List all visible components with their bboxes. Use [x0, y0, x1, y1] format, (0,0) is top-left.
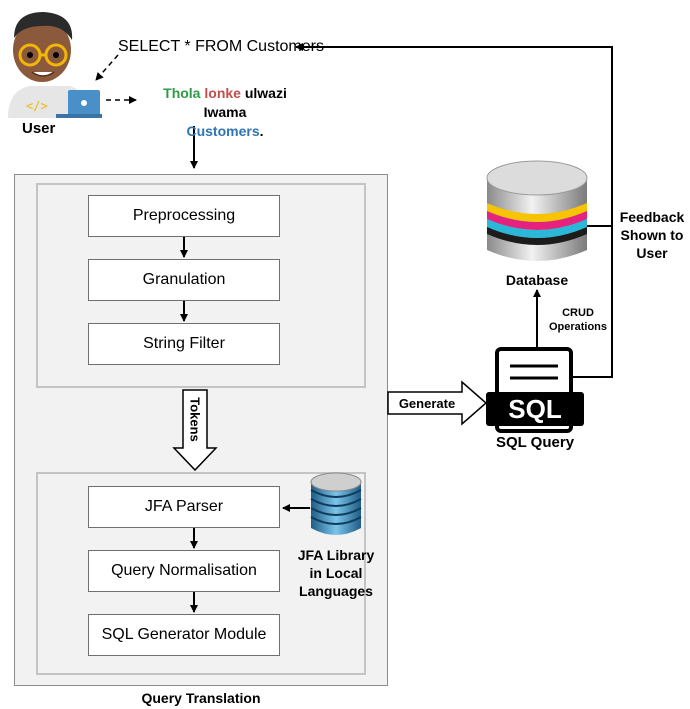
crud-label: CRUD Operations: [548, 306, 608, 334]
string-filter-step: String Filter: [88, 323, 280, 365]
sql-english-query: SELECT * FROM Customers: [118, 38, 324, 55]
svg-text:</>: </>: [26, 99, 48, 113]
word-ulwazi: ulwazi Iwama: [203, 85, 287, 120]
user-label: User: [22, 120, 56, 137]
feedback-line2: Shown to: [620, 227, 684, 243]
granulation-step: Granulation: [88, 259, 280, 301]
crud-line2: Operations: [548, 321, 608, 333]
sql-query-label: SQL Query: [495, 434, 575, 451]
laptop-icon: [56, 90, 102, 118]
sql-icon-text: SQL: [508, 394, 562, 424]
preprocessing-step: Preprocessing: [88, 195, 280, 237]
word-lonke: lonke: [204, 85, 241, 101]
generate-arrow: [387, 380, 488, 426]
jfa-parser-step: JFA Parser: [88, 486, 280, 528]
sql-document-icon: [486, 347, 584, 433]
local-language-query: Thola lonke ulwazi Iwama Customers.: [140, 84, 310, 141]
crud-line1: CRUD: [562, 307, 594, 319]
tokens-arrow: [172, 389, 218, 472]
feedback-line3: User: [636, 245, 668, 261]
feedback-label: Feedback Shown to User: [614, 208, 690, 262]
query-normalisation-step: Query Normalisation: [88, 550, 280, 592]
jfa-library-line2: in Local: [309, 565, 363, 581]
database-label: Database: [505, 272, 569, 288]
jfa-library-line1: JFA Library: [297, 547, 375, 563]
sql-generator-step: SQL Generator Module: [88, 614, 280, 656]
tokens-label: Tokens: [187, 397, 203, 442]
jfa-library-line3: Languages: [299, 583, 373, 599]
jfa-library-icon: [310, 472, 362, 535]
query-translation-title: Query Translation: [141, 690, 261, 706]
database-icon: [486, 160, 588, 261]
feedback-line1: Feedback: [619, 209, 685, 225]
word-thola: Thola: [163, 85, 201, 101]
jfa-library-label: JFA Library in Local Languages: [280, 546, 392, 600]
word-customers: Customers: [186, 123, 260, 139]
generate-label: Generate: [398, 396, 456, 411]
query-period: .: [259, 123, 264, 139]
